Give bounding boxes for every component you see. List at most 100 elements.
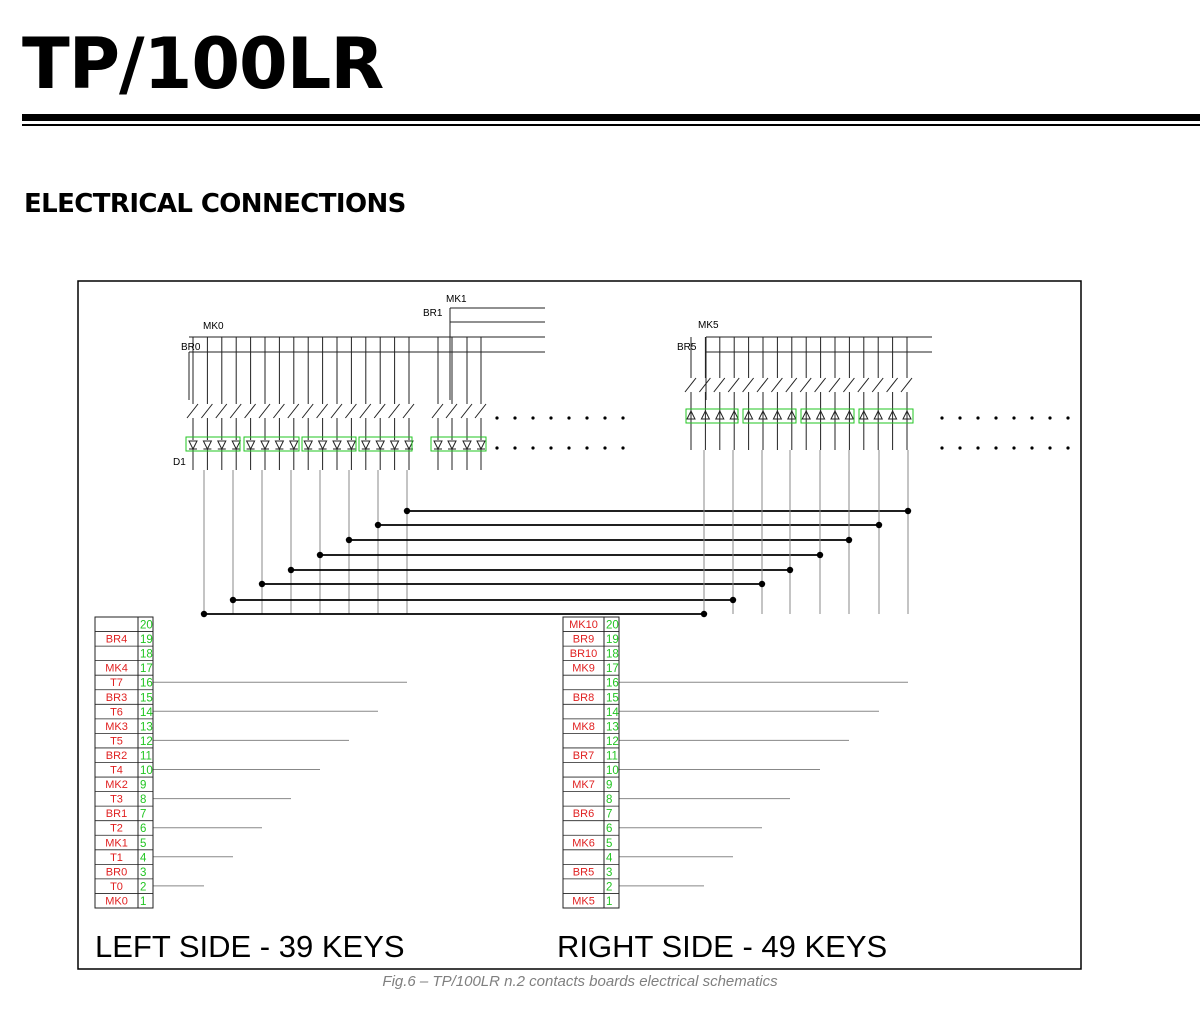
left-key-switch-9 — [316, 403, 328, 419]
left-diode-group-3 — [358, 436, 413, 452]
right-connector-signal-15: MK6 — [572, 837, 595, 849]
left-connector-signal-19: MK0 — [105, 895, 128, 907]
continuation-dot-1-4 — [567, 446, 571, 450]
jumper-node-left-1 — [374, 521, 382, 529]
continuation-dot-2-2 — [976, 416, 980, 420]
right-key-switch-5 — [756, 377, 769, 393]
right-connector-signal-17: BR5 — [573, 866, 594, 878]
right-key-switch-4 — [742, 377, 754, 393]
left-connector-signal-13: BR1 — [106, 808, 127, 820]
jumper-node-right-6 — [729, 596, 737, 604]
right-connector-pin-7: 13 — [606, 721, 619, 733]
left-key-diode-11 — [346, 440, 357, 451]
right-key-switch-14 — [886, 377, 898, 393]
jumper-node-left-0 — [403, 507, 411, 515]
left-key-switch-15 — [402, 403, 415, 419]
left-connector-signal-3: MK4 — [105, 663, 128, 675]
continuation-dot-2-7 — [1066, 416, 1070, 420]
right-connector-signal-1: BR9 — [573, 634, 594, 646]
right-connector-signal-11: MK7 — [572, 779, 595, 791]
section-heading: ELECTRICAL CONNECTIONS — [24, 189, 406, 219]
right-key-switch-8 — [799, 377, 812, 393]
right-connector-signal-3: MK9 — [572, 663, 595, 675]
right-key-switch-10 — [828, 377, 841, 393]
continuation-dot-2-5 — [1030, 416, 1034, 420]
left-connector-pin-10: 10 — [140, 765, 153, 777]
right-connector-pin-17: 3 — [606, 867, 612, 879]
right-connector-pin-2: 18 — [606, 649, 619, 661]
right-key-switch-9 — [814, 377, 826, 393]
left-key-diode-3 — [231, 440, 242, 451]
right-connector-pin-5: 15 — [606, 692, 619, 704]
left-connector-pin-3: 17 — [140, 663, 153, 675]
left-connector-pin-12: 8 — [140, 794, 146, 806]
left-key-switch-1 — [201, 403, 213, 419]
right-key-switch-12 — [857, 377, 870, 393]
jumper-node-right-7 — [700, 610, 708, 618]
left-connector-signal-9: BR2 — [106, 750, 127, 762]
jumper-node-left-2 — [345, 536, 353, 544]
left-connector-pin-7: 13 — [140, 721, 153, 733]
jumper-node-right-1 — [875, 521, 883, 529]
right-connector-pin-10: 10 — [606, 765, 619, 777]
continuation-dot-3-5 — [1030, 446, 1034, 450]
right-key-switch-7 — [785, 377, 798, 393]
right-connector-pin-13: 7 — [606, 809, 612, 821]
wiring — [153, 307, 1070, 887]
right-connector-pin-16: 4 — [606, 852, 613, 864]
left-key-switch-8 — [301, 403, 314, 419]
right-connector-pin-3: 17 — [606, 663, 619, 675]
left-connector-pin-18: 2 — [140, 881, 146, 893]
left-connector-pin-19: 1 — [140, 896, 146, 908]
left-connector-signal-10: T4 — [110, 765, 123, 777]
left-connector-pin-17: 3 — [140, 867, 146, 879]
bus-label-br1: BR1 — [423, 308, 443, 319]
left-connector-pin-16: 4 — [140, 852, 147, 864]
left-connector-pin-2: 18 — [140, 649, 153, 661]
right-diode-group-2 — [800, 408, 855, 424]
continuation-dot-3-4 — [1012, 446, 1016, 450]
left-connector-signal-7: MK3 — [105, 721, 128, 733]
jumper-node-right-4 — [786, 566, 794, 574]
left-connector-signal-5: BR3 — [106, 692, 127, 704]
left-connector-signal-11: MK2 — [105, 779, 128, 791]
left-key-diode-5 — [260, 440, 270, 451]
bus-label-mk1: MK1 — [446, 294, 467, 305]
continuation-dot-0-5 — [585, 416, 589, 420]
left-key-diode-8 — [303, 440, 314, 451]
bus-label-br0: BR0 — [181, 342, 201, 353]
continuation-dot-0-3 — [549, 416, 553, 420]
diode-label-d1: D1 — [173, 457, 186, 468]
left-connector-signal-15: MK1 — [105, 837, 128, 849]
right-diode-group-0 — [685, 408, 739, 424]
mk1-key-switch-0 — [431, 403, 444, 419]
title-rule-thick — [22, 114, 1200, 121]
right-connector-pin-0: 20 — [606, 620, 619, 632]
continuation-dot-1-6 — [603, 446, 607, 450]
left-key-diode-15 — [404, 440, 414, 451]
continuation-dot-0-1 — [513, 416, 517, 420]
right-connector-pin-6: 14 — [606, 707, 619, 719]
left-connector-signal-8: T5 — [110, 735, 123, 747]
left-key-diode-10 — [332, 440, 342, 451]
continuation-dot-1-3 — [549, 446, 553, 450]
left-key-diode-1 — [202, 440, 213, 451]
right-key-switch-11 — [843, 377, 855, 393]
left-connector-pin-15: 5 — [140, 838, 146, 850]
left-key-switch-7 — [287, 403, 300, 419]
continuation-dot-2-4 — [1012, 416, 1016, 420]
document-title: TP/100LR — [22, 23, 384, 105]
right-connector-pin-19: 1 — [606, 896, 612, 908]
left-key-diode-0 — [188, 440, 198, 451]
left-key-switch-10 — [330, 403, 343, 419]
left-connector-signal-12: T3 — [110, 794, 123, 806]
continuation-dot-3-6 — [1048, 446, 1052, 450]
right-diode-group-3 — [858, 408, 914, 424]
left-connector-signal-17: BR0 — [106, 866, 127, 878]
continuation-dot-1-7 — [621, 446, 625, 450]
left-key-diode-2 — [216, 440, 227, 451]
mk1-key-diode-3 — [476, 440, 486, 451]
jumper-node-left-4 — [287, 566, 295, 574]
left-key-diode-14 — [389, 440, 400, 451]
continuation-dot-3-0 — [940, 446, 944, 450]
